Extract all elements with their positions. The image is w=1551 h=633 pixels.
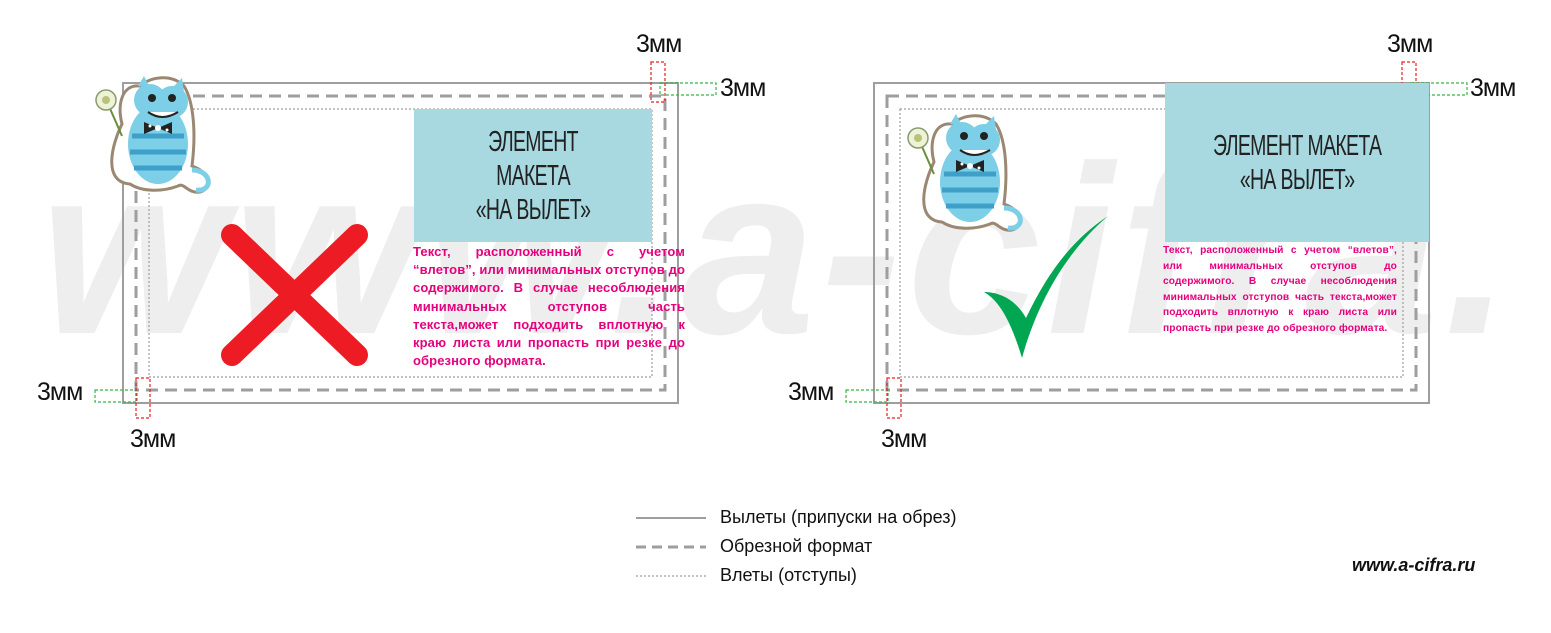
left-element-label-line1: ЭЛЕМЕНТ МАКЕТА — [488, 125, 578, 192]
right-element-label-line2: «НА ВЫЛЕТ» — [1239, 163, 1355, 196]
right-measure-bottom-label: 3мм — [881, 425, 927, 453]
green-checkmark-icon — [984, 216, 1108, 358]
right-element-label-line1: ЭЛЕМЕНТ МАКЕТА — [1212, 129, 1382, 162]
right-body-text: Текст, расположенный с учетом “влетов”, … — [1163, 245, 1397, 334]
left-measure-bottom-label: 3мм — [130, 425, 176, 453]
right-bleed-element: ЭЛЕМЕНТ МАКЕТА«НА ВЫЛЕТ» — [1165, 83, 1429, 242]
legend-trim-label: Обрезной формат — [720, 536, 873, 556]
left-measure-bottom-red — [135, 377, 151, 419]
left-panel — [94, 61, 717, 419]
left-body-text: Текст, расположенный с учетом “влетов”, … — [413, 244, 685, 369]
right-measure-top-label: 3мм — [1387, 30, 1433, 58]
left-bleed-line — [122, 82, 679, 404]
left-measure-left-label: 3мм — [37, 378, 83, 406]
right-panel — [845, 61, 1468, 419]
cat-mascot-icon — [95, 76, 211, 194]
right-safe-line — [899, 108, 1404, 378]
left-element-label-line2: «НА ВЫЛЕТ» — [475, 193, 591, 226]
right-measure-bottom-red — [886, 377, 902, 419]
red-cross-icon — [221, 224, 368, 366]
left-measure-top-label: 3мм — [636, 30, 682, 58]
right-trim-line — [885, 94, 1418, 392]
right-bleed-line — [873, 82, 1430, 404]
left-safe-line — [148, 108, 653, 378]
left-measure-right-green — [659, 82, 717, 96]
left-bleed-element: ЭЛЕМЕНТ МАКЕТА«НА ВЫЛЕТ» — [414, 109, 652, 242]
legend-safe-label: Влеты (отступы) — [720, 565, 857, 585]
left-measure-left-green — [94, 389, 138, 403]
left-trim-line — [134, 94, 667, 392]
website-link[interactable]: www.a-cifra.ru — [1352, 555, 1476, 575]
right-measure-left-green — [845, 389, 889, 403]
left-measure-top-red — [650, 61, 666, 103]
left-measure-right-label: 3мм — [720, 74, 766, 102]
right-measure-right-label: 3мм — [1470, 74, 1516, 102]
legend-bleed-label: Вылеты (припуски на обрез) — [720, 507, 957, 527]
cat-mascot-icon — [907, 114, 1023, 232]
right-measure-left-label: 3мм — [788, 378, 834, 406]
